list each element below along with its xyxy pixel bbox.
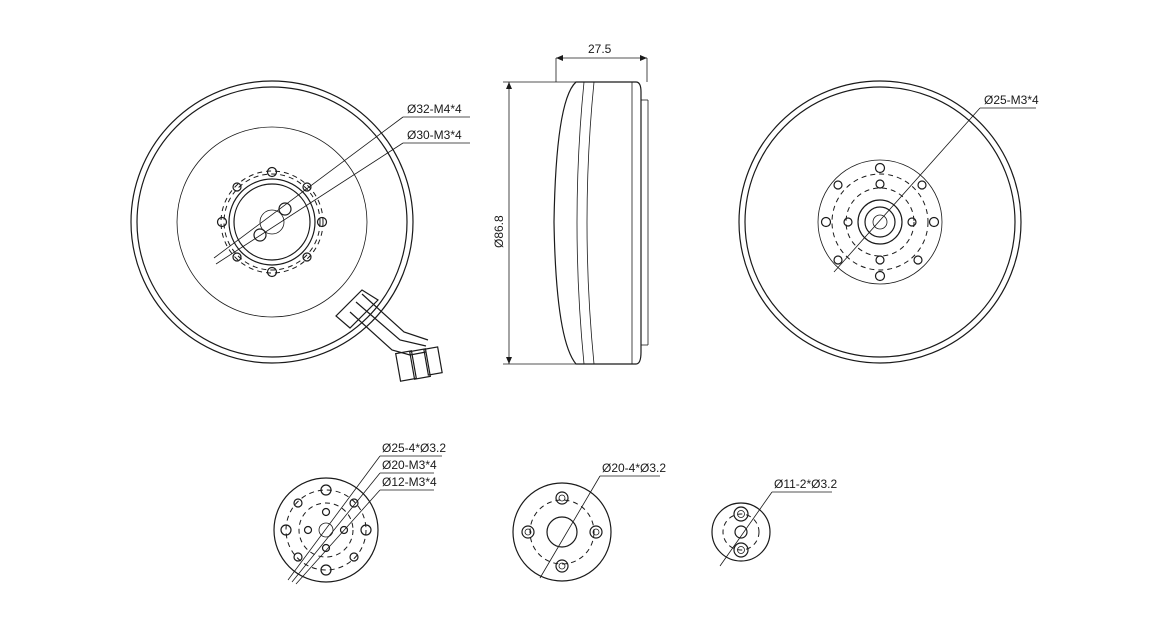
front-dim-label-1: Ø32-M4*4 bbox=[407, 102, 462, 116]
adapter-left-dim-2: Ø20-M3*4 bbox=[382, 458, 437, 472]
cable-connector bbox=[335, 289, 443, 382]
rear-mount-holes bbox=[820, 162, 940, 282]
rear-dim-label: Ø25-M3*4 bbox=[984, 93, 1039, 107]
rear-view: Ø25-M3*4 bbox=[738, 80, 1039, 364]
adapter-right-dim: Ø11-2*Ø3.2 bbox=[774, 477, 837, 491]
adapter-right: Ø11-2*Ø3.2 bbox=[711, 477, 837, 567]
front-view: Ø32-M4*4 Ø30-M3*4 bbox=[130, 80, 470, 382]
adapter-left-dim-1: Ø25-4*Ø3.2 bbox=[382, 441, 446, 455]
side-width-label: 27.5 bbox=[588, 42, 612, 56]
front-mount-holes bbox=[216, 166, 328, 278]
front-dim-label-2: Ø30-M3*4 bbox=[407, 128, 462, 142]
side-view: 27.5 Ø86.8 bbox=[492, 42, 649, 365]
adapter-middle-dim: Ø20-4*Ø3.2 bbox=[602, 461, 666, 475]
adapter-middle: Ø20-4*Ø3.2 bbox=[512, 461, 666, 582]
adapter-left: Ø25-4*Ø3.2 Ø20-M3*4 Ø12-M3*4 bbox=[273, 441, 446, 585]
side-diameter-label: Ø86.8 bbox=[492, 215, 506, 248]
adapter-left-dim-3: Ø12-M3*4 bbox=[382, 475, 437, 489]
